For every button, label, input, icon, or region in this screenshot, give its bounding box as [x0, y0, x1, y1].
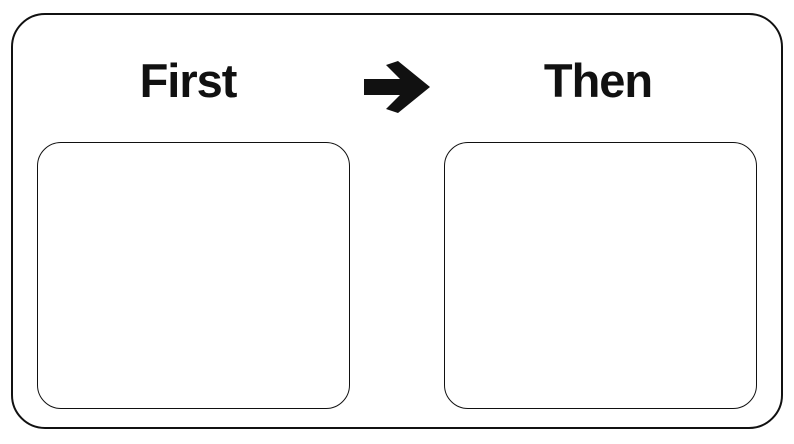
then-heading: Then: [543, 54, 653, 107]
first-heading: First: [139, 54, 238, 107]
first-slot[interactable]: [37, 142, 350, 409]
then-slot[interactable]: [444, 142, 757, 409]
right-arrow-icon: [364, 61, 430, 113]
